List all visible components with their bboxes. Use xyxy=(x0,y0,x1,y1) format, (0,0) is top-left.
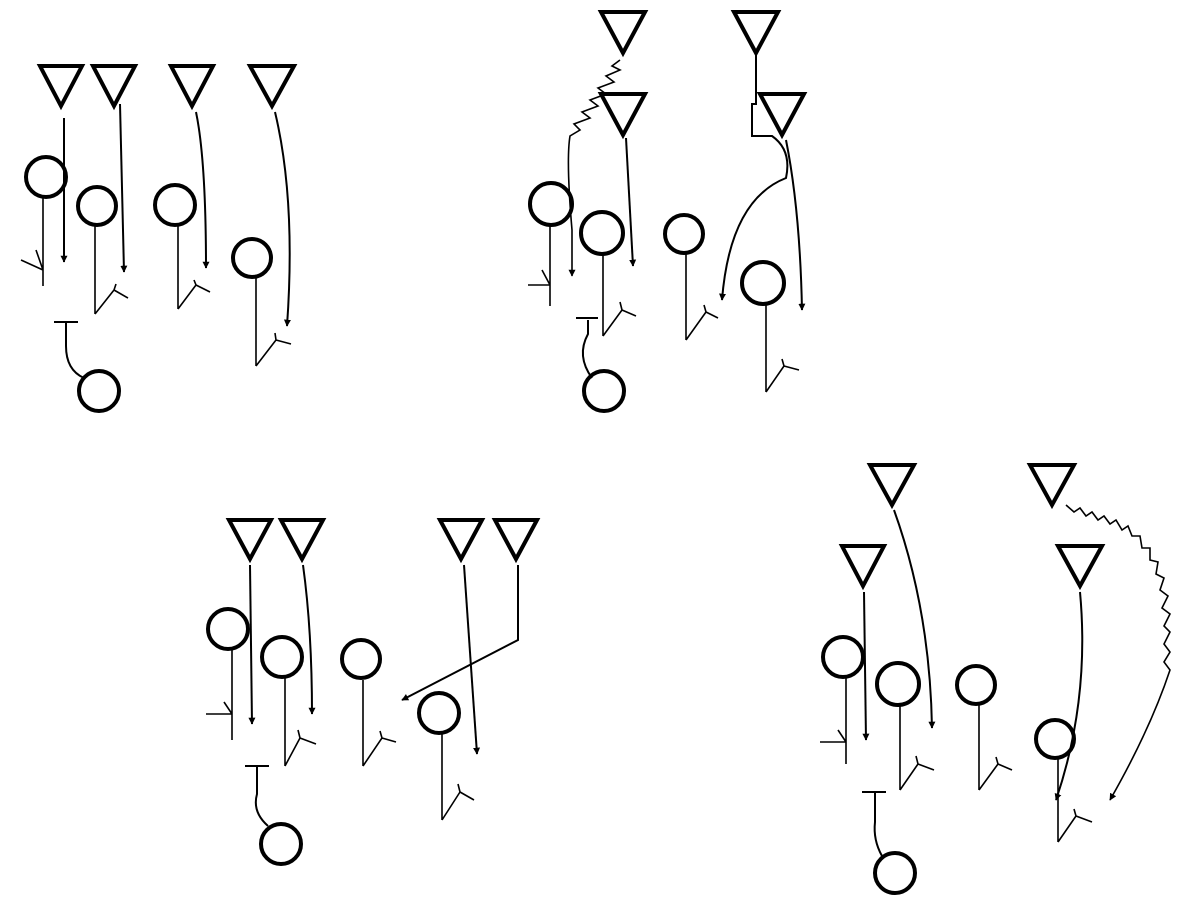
defender-triangle xyxy=(89,64,139,111)
defender-route-arrow xyxy=(195,111,210,269)
offense-block-mark xyxy=(362,680,397,767)
offense-block-mark xyxy=(528,225,551,306)
defender-route-arrow xyxy=(785,139,806,311)
defender-triangle xyxy=(277,518,327,564)
offense-circle xyxy=(76,185,118,227)
offense-block-mark xyxy=(255,277,292,367)
back-route xyxy=(862,791,886,857)
defender-route-arrow xyxy=(248,564,256,725)
zigzag-route xyxy=(1065,504,1172,801)
defender-triangle xyxy=(730,10,782,58)
offense-circle xyxy=(955,664,997,706)
defender-route-arrow xyxy=(862,591,870,741)
back-route xyxy=(576,317,598,379)
back-route xyxy=(245,765,269,827)
back-route xyxy=(54,321,85,379)
defender-route-arrow xyxy=(719,52,789,301)
defender-triangle xyxy=(225,518,275,564)
offense-circle-back xyxy=(873,851,917,895)
defender-triangle xyxy=(491,518,541,564)
offense-circle xyxy=(417,691,461,735)
defender-triangle xyxy=(36,64,86,111)
offense-circle xyxy=(340,638,382,680)
offense-block-mark xyxy=(978,705,1013,791)
defender-triangle xyxy=(838,544,888,591)
defender-route-arrow xyxy=(625,137,637,267)
offense-block-mark xyxy=(899,705,935,791)
play-diagram-4 xyxy=(820,463,1172,895)
offense-circle xyxy=(1034,718,1076,760)
offense-block-mark xyxy=(284,678,317,767)
defender-route-arrow xyxy=(401,565,519,701)
zigzag-route xyxy=(567,59,622,277)
defender-triangle xyxy=(866,463,918,510)
offense-block-mark xyxy=(206,649,233,740)
offense-circle xyxy=(231,237,273,279)
play-diagram-3 xyxy=(206,518,541,866)
offense-circle xyxy=(206,607,250,651)
offense-circle xyxy=(260,635,304,679)
offense-circle xyxy=(740,260,786,306)
offense-circle xyxy=(153,183,197,227)
offense-block-mark xyxy=(20,197,44,286)
defender-triangle xyxy=(1026,463,1078,510)
offense-circle xyxy=(821,635,865,679)
offense-circle-back xyxy=(77,369,121,413)
defender-route-arrow xyxy=(302,564,316,715)
defender-triangle xyxy=(1054,544,1106,591)
offense-block-mark xyxy=(765,304,800,393)
offense-circle xyxy=(579,210,625,256)
defender-route-arrow xyxy=(274,111,291,327)
defender-route-arrow xyxy=(893,509,936,729)
defender-triangle xyxy=(597,92,649,140)
defender-route-arrow xyxy=(463,564,481,755)
offense-circle-back xyxy=(582,369,626,413)
defender-triangle xyxy=(597,10,649,58)
defender-triangle xyxy=(756,92,808,140)
defender-triangle xyxy=(436,518,486,564)
defender-route-arrow xyxy=(1054,591,1084,801)
defender-triangle xyxy=(246,64,298,111)
offense-block-mark xyxy=(1057,758,1093,843)
offense-circle xyxy=(528,181,574,227)
offense-circle xyxy=(24,155,68,199)
offense-circle xyxy=(875,661,921,707)
offense-circle-back xyxy=(259,822,303,866)
defender-triangle xyxy=(167,64,217,111)
offense-block-mark xyxy=(177,225,211,310)
offense-circle xyxy=(663,213,705,255)
offense-block-mark xyxy=(94,225,129,315)
defender-route-arrow xyxy=(119,103,128,273)
offense-block-mark xyxy=(602,254,637,337)
play-diagram-1 xyxy=(20,64,298,413)
offense-block-mark xyxy=(441,733,475,821)
offense-block-mark xyxy=(685,253,719,341)
play-diagram-2 xyxy=(528,10,808,413)
offense-block-mark xyxy=(820,677,847,764)
